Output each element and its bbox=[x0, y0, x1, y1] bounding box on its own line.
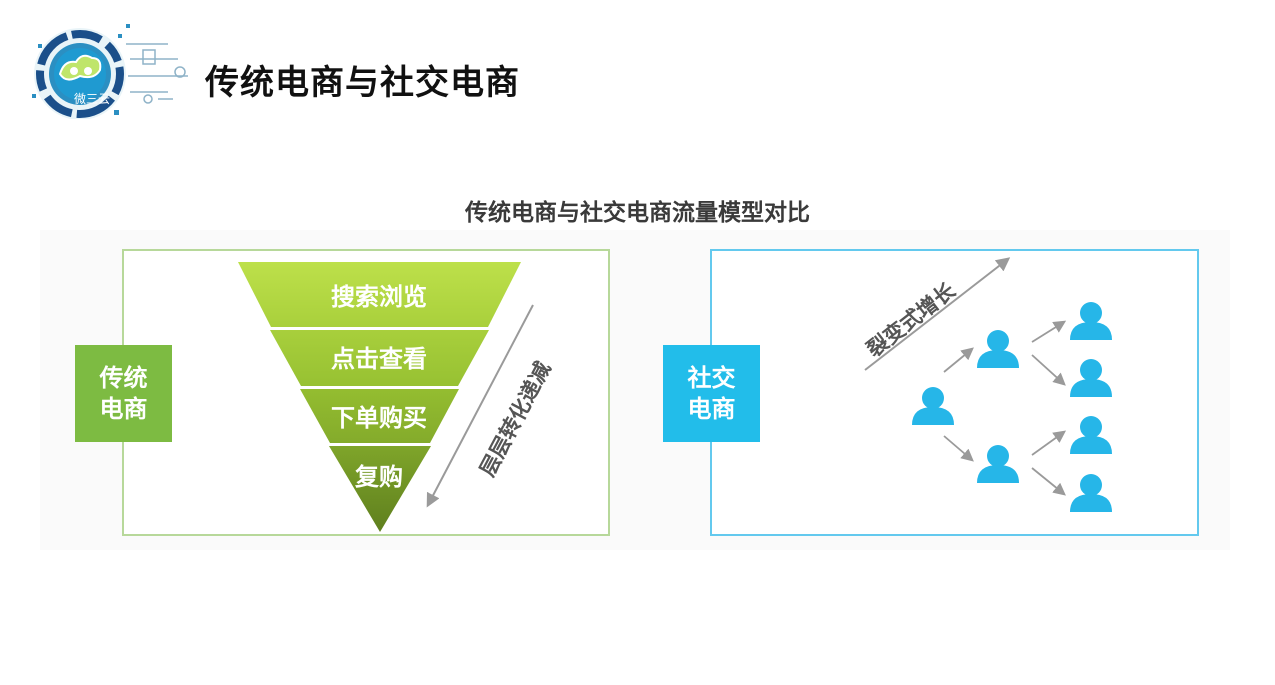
funnel-label-1: 搜索浏览 bbox=[331, 283, 427, 311]
person-icon bbox=[1070, 302, 1112, 340]
funnel-level-3 bbox=[300, 389, 459, 443]
funnel-level-2 bbox=[270, 330, 489, 386]
person-icon bbox=[977, 445, 1019, 483]
person-icon bbox=[1070, 416, 1112, 454]
social-ecommerce-tag: 社交电商 bbox=[663, 345, 760, 442]
social-panel bbox=[710, 249, 1199, 536]
slide-title: 传统电商与社交电商 bbox=[205, 63, 520, 103]
diagram-title: 传统电商与社交电商流量模型对比 bbox=[465, 200, 810, 226]
growth-label: 裂变式增长 bbox=[862, 278, 960, 362]
funnel-label-3: 下单购买 bbox=[331, 404, 427, 432]
funnel-label-2: 点击查看 bbox=[331, 345, 427, 373]
network-arrows bbox=[943, 320, 1067, 496]
decrease-label: 层层转化递减 bbox=[475, 358, 555, 481]
traditional-ecommerce-tag: 传统电商 bbox=[75, 345, 172, 442]
funnel-label-4: 复购 bbox=[354, 463, 403, 491]
person-icon bbox=[977, 330, 1019, 368]
logo-text: 微三云 bbox=[74, 92, 111, 106]
person-icon bbox=[1070, 359, 1112, 397]
social-tag-label: 社交电商 bbox=[687, 363, 736, 423]
decrease-arrow bbox=[426, 304, 534, 508]
person-icon bbox=[1070, 474, 1112, 512]
traditional-tag-label: 传统电商 bbox=[99, 363, 148, 423]
funnel-level-1 bbox=[238, 262, 521, 327]
company-logo: 微三云 bbox=[18, 14, 198, 119]
person-icon bbox=[912, 387, 954, 425]
conversion-funnel: 搜索浏览 点击查看 下单购买 复购 bbox=[238, 262, 521, 532]
funnel-level-4 bbox=[329, 446, 431, 532]
growth-arrow bbox=[864, 257, 1011, 371]
